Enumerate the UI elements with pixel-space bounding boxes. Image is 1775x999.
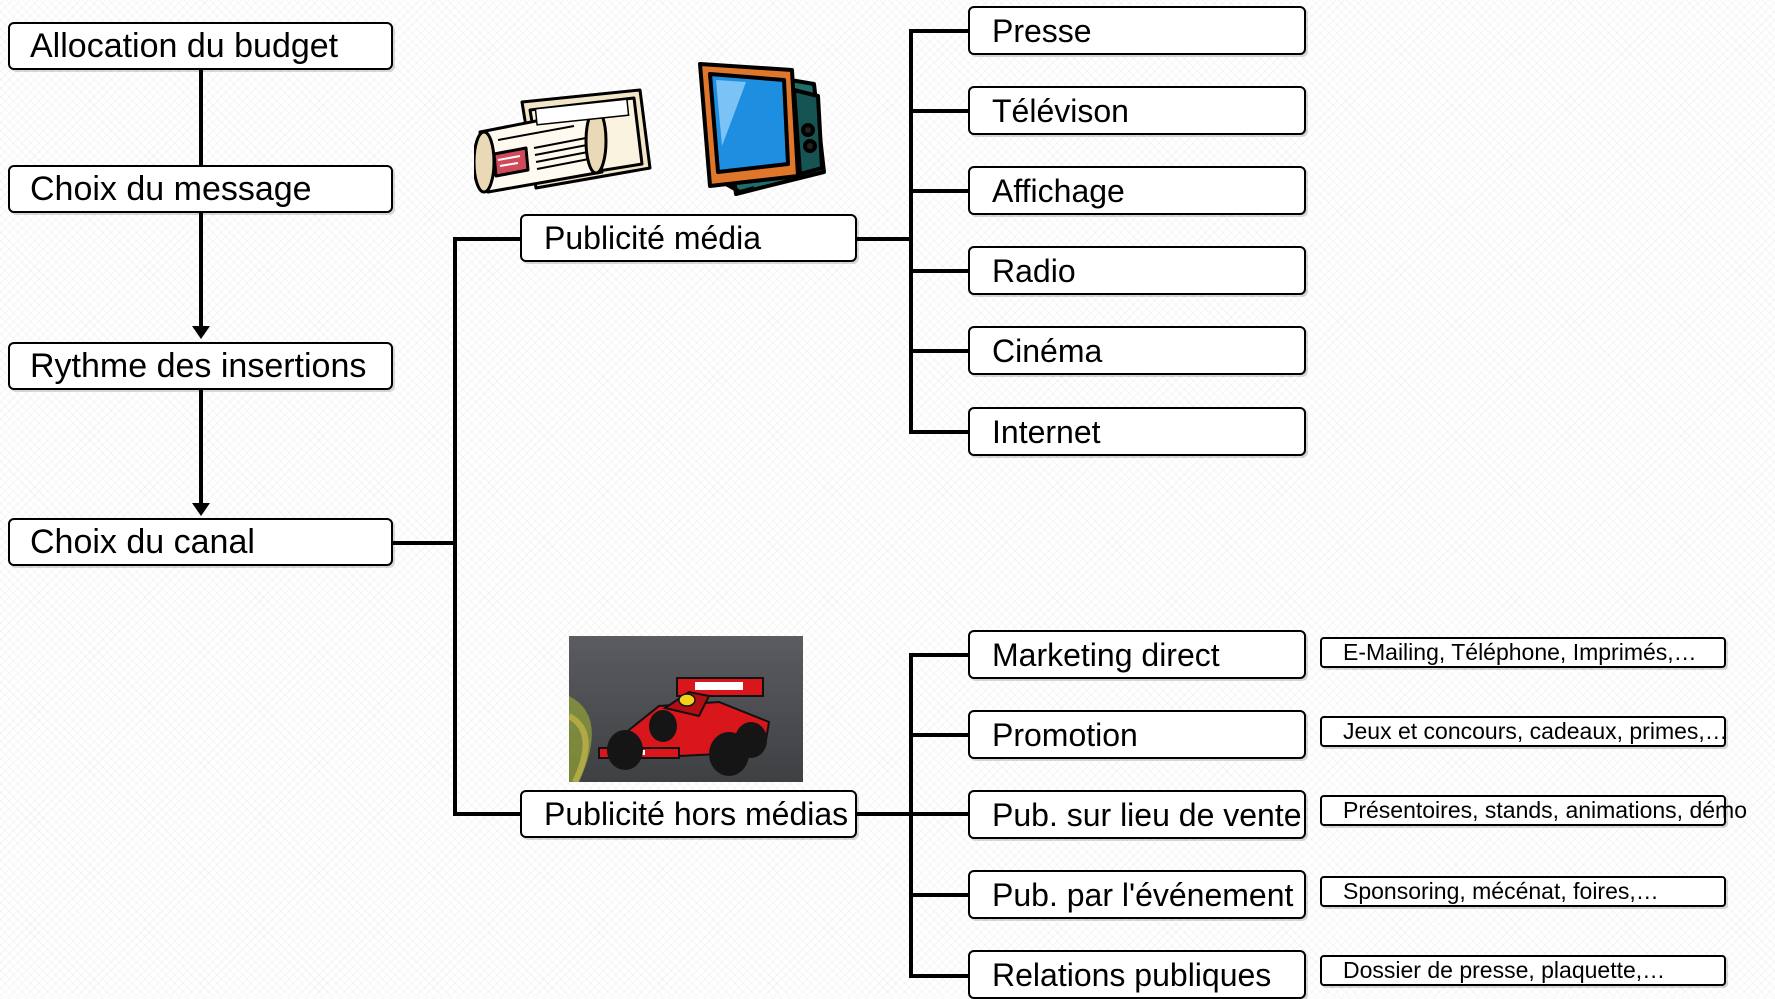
- detail-promotion: Jeux et concours, cadeaux, primes,…: [1320, 716, 1728, 747]
- box-label: Pub. par l'événement: [992, 876, 1294, 913]
- box-label: Pub. sur lieu de vente: [992, 796, 1302, 833]
- connector-media-out: [857, 237, 913, 241]
- box-choix-message: Choix du message: [8, 165, 393, 213]
- box-marketing-direct: Marketing direct: [968, 630, 1306, 679]
- connector-evenement: [909, 893, 968, 897]
- box-pub-lieu-vente: Pub. sur lieu de vente: [968, 790, 1306, 839]
- box-internet: Internet: [968, 407, 1306, 456]
- box-label: Télévison: [992, 92, 1129, 129]
- connector-allocation-message: [199, 70, 203, 167]
- box-label: Rythme des insertions: [30, 347, 367, 385]
- box-label: Radio: [992, 252, 1076, 289]
- box-label: Marketing direct: [992, 636, 1220, 673]
- connector-media-trunk: [909, 29, 913, 434]
- connector-plv: [909, 812, 968, 816]
- box-label: Affichage: [992, 172, 1125, 209]
- newspaper-icon: [474, 88, 652, 194]
- box-radio: Radio: [968, 246, 1306, 295]
- connector-canal-out: [393, 541, 457, 545]
- detail-label: Présentoires, stands, animations, démo: [1343, 797, 1747, 823]
- box-label: Relations publiques: [992, 956, 1272, 993]
- box-rythme-insertions: Rythme des insertions: [8, 342, 393, 390]
- detail-label: Jeux et concours, cadeaux, primes,…: [1343, 718, 1728, 744]
- box-promotion: Promotion: [968, 710, 1306, 759]
- connector-affichage: [909, 189, 968, 193]
- box-publicite-hors-medias: Publicité hors médias: [520, 790, 857, 838]
- detail-label: Sponsoring, mécénat, foires,…: [1343, 878, 1659, 904]
- box-label: Choix du canal: [30, 523, 255, 561]
- television-icon: [698, 62, 826, 196]
- box-presse: Presse: [968, 6, 1306, 55]
- detail-relations-publiques: Dossier de presse, plaquette,…: [1320, 955, 1726, 986]
- connector-promotion: [909, 733, 968, 737]
- connector-to-hors-media: [453, 812, 520, 816]
- box-label: Internet: [992, 413, 1101, 450]
- connector-message-rythme: [199, 212, 203, 332]
- box-label: Choix du message: [30, 170, 312, 208]
- box-television: Télévison: [968, 86, 1306, 135]
- box-label: Presse: [992, 12, 1092, 49]
- box-label: Allocation du budget: [30, 27, 339, 65]
- connector-presse: [909, 29, 968, 33]
- race-car-image: [569, 636, 803, 782]
- box-label: Publicité hors médias: [544, 796, 849, 832]
- connector-rythme-canal: [199, 389, 203, 509]
- detail-marketing-direct: E-Mailing, Téléphone, Imprimés,…: [1320, 637, 1726, 668]
- connector-internet: [909, 430, 968, 434]
- connector-television: [909, 109, 968, 113]
- box-allocation-budget: Allocation du budget: [8, 22, 393, 70]
- detail-pub-evenement: Sponsoring, mécénat, foires,…: [1320, 876, 1726, 907]
- arrowhead-down-icon: [192, 326, 210, 339]
- box-label: Cinéma: [992, 332, 1103, 369]
- connector-marketing-direct: [909, 653, 968, 657]
- connector-radio: [909, 269, 968, 273]
- box-publicite-media: Publicité média: [520, 214, 857, 262]
- connector-hors-media-out: [857, 812, 913, 816]
- box-affichage: Affichage: [968, 166, 1306, 215]
- detail-pub-lieu-vente: Présentoires, stands, animations, démo: [1320, 795, 1747, 826]
- box-relations-publiques: Relations publiques: [968, 950, 1306, 999]
- box-choix-canal: Choix du canal: [8, 518, 393, 566]
- box-cinema: Cinéma: [968, 326, 1306, 375]
- connector-to-media: [453, 237, 520, 241]
- box-pub-evenement: Pub. par l'événement: [968, 870, 1306, 919]
- detail-label: E-Mailing, Téléphone, Imprimés,…: [1343, 639, 1697, 665]
- connector-cinema: [909, 349, 968, 353]
- connector-branch-trunk: [453, 237, 457, 816]
- connector-relations-publiques: [909, 974, 968, 978]
- arrowhead-down-icon: [192, 503, 210, 516]
- box-label: Publicité média: [544, 220, 761, 256]
- detail-label: Dossier de presse, plaquette,…: [1343, 957, 1666, 983]
- box-label: Promotion: [992, 716, 1138, 753]
